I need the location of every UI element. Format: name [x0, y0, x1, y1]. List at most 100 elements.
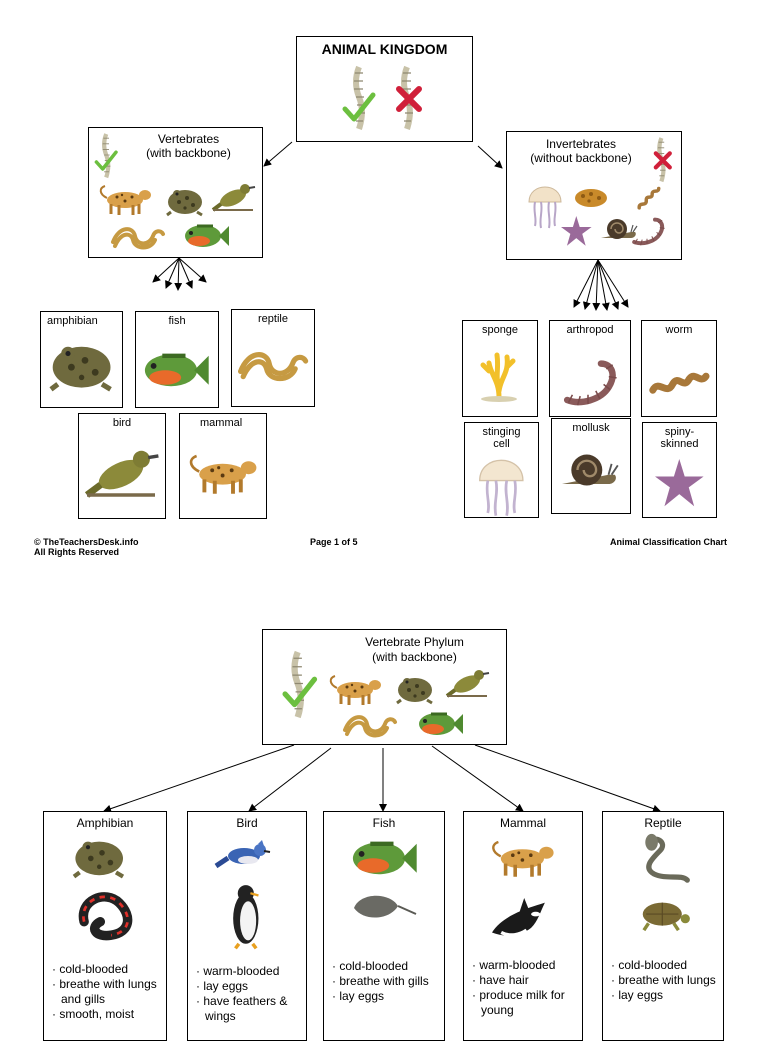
group-label-mollusk: mollusk	[572, 422, 610, 434]
animal-kingdom-box: ANIMAL KINGDOM	[296, 36, 473, 142]
facts-mammal: warm-blooded have hair produce milk for …	[472, 958, 580, 1018]
sunfish-icon	[417, 711, 465, 737]
animal-kingdom-title: ANIMAL KINGDOM	[321, 41, 448, 57]
vertebrates-label: Vertebrates	[157, 132, 220, 146]
group-box-mollusk: mollusk	[551, 418, 631, 514]
sunfish-icon	[183, 223, 231, 249]
jaguar-icon	[189, 454, 259, 496]
spine-check-icon	[94, 134, 118, 180]
worm-icon	[650, 365, 710, 395]
fact-item: cold-blooded	[52, 962, 164, 977]
spine-x-icon	[395, 67, 435, 133]
group-label-worm: worm	[665, 324, 693, 336]
facts-bird: warm-blooded lay eggs have feathers & wi…	[196, 964, 304, 1024]
jaguar-icon	[491, 840, 556, 879]
bluejay-icon	[220, 842, 280, 876]
penguin-icon	[231, 883, 261, 951]
fact-item: lay eggs	[332, 989, 442, 1004]
class-column-amphibian: Amphibian cold-blooded breathe with lung…	[43, 811, 167, 1041]
worm-icon	[633, 186, 664, 210]
group-box-spiny-skinned: spiny-skinned	[642, 422, 717, 518]
jellyfish-icon	[478, 459, 525, 518]
stingray-icon	[353, 894, 417, 919]
sponge-icon	[479, 351, 521, 407]
group-box-stinging-cell: stinging cell	[464, 422, 539, 518]
vertebrate-phylum-box: Vertebrate Phylum (with backbone)	[262, 629, 507, 745]
spine-x-icon	[653, 138, 677, 184]
fact-item: lay eggs	[611, 988, 721, 1003]
class-box-bird: bird	[78, 413, 166, 519]
sunfish-icon	[142, 350, 214, 394]
facts-amphibian: cold-blooded breathe with lungs and gill…	[52, 962, 164, 1022]
footer-rights: All Rights Reserved	[34, 547, 120, 557]
class-label-fish: fish	[168, 315, 186, 327]
class-box-reptile: reptile	[231, 309, 315, 407]
centipede-icon	[562, 361, 622, 407]
bird-icon	[211, 182, 257, 213]
arrow-to-vertebrates	[263, 141, 293, 167]
frog-icon	[165, 188, 204, 217]
bird-icon	[87, 444, 159, 504]
footer-page-number: Page 1 of 5	[310, 537, 358, 547]
class-column-fish: Fish cold-blooded breathe with gills lay…	[323, 811, 445, 1041]
invertebrates-label: Invertebrates	[545, 137, 617, 151]
snake-icon	[343, 715, 397, 738]
class-column-reptile: Reptile cold-blooded breathe with lungs …	[602, 811, 724, 1041]
salamander-icon	[76, 892, 136, 940]
jellyfish-icon	[528, 186, 562, 229]
snail-icon	[560, 453, 619, 487]
class-box-fish: fish	[135, 311, 219, 408]
vertebrates-box: Vertebrates (with backbone)	[88, 127, 263, 258]
group-label-arthropod: arthropod	[566, 324, 614, 336]
starfish-icon	[561, 216, 592, 246]
class-title-mammal: Mammal	[499, 816, 546, 830]
fact-item: breathe with lungs	[611, 973, 721, 988]
snake-icon	[238, 348, 310, 384]
fact-item: cold-blooded	[611, 958, 721, 973]
turtle-icon	[641, 900, 692, 932]
fact-item: warm-blooded	[472, 958, 580, 973]
class-title-reptile: Reptile	[644, 816, 682, 830]
sunfish-icon	[350, 838, 420, 878]
fact-item: have feathers & wings	[196, 994, 304, 1024]
starfish-icon	[655, 459, 704, 507]
group-label-sponge: sponge	[481, 324, 519, 336]
class-label-amphibian: amphibian	[47, 315, 98, 327]
class-box-mammal: mammal	[179, 413, 267, 519]
frog-icon	[395, 676, 434, 705]
invertebrates-sublabel: (without backbone)	[530, 151, 632, 165]
group-box-sponge: sponge	[462, 320, 538, 417]
class-title-bird: Bird	[236, 816, 258, 830]
class-title-fish: Fish	[372, 816, 396, 830]
jaguar-icon	[329, 674, 383, 707]
group-box-worm: worm	[641, 320, 717, 417]
facts-reptile: cold-blooded breathe with lungs lay eggs	[611, 958, 721, 1003]
phylum-title: Vertebrate Phylum	[365, 635, 464, 649]
frog-icon	[74, 836, 126, 880]
spine-check-icon	[343, 67, 383, 133]
vertebrates-sublabel: (with backbone)	[146, 146, 231, 160]
group-label-spiny-skinned: spiny-skinned	[660, 426, 699, 450]
fact-item: produce milk for young	[472, 988, 580, 1018]
fan-arrows-vertebrates	[152, 257, 207, 291]
fact-item: smooth, moist	[52, 1007, 164, 1022]
fact-item: cold-blooded	[332, 959, 442, 974]
class-label-bird: bird	[112, 417, 132, 429]
fact-item: breathe with lungs and gills	[52, 977, 164, 1007]
invertebrates-box: Invertebrates (without backbone)	[506, 131, 682, 260]
footer-chart-title: Animal Classification Chart	[610, 537, 728, 547]
class-box-amphibian: amphibian	[40, 311, 123, 408]
class-column-bird: Bird warm-blooded lay eggs have feathers…	[187, 811, 307, 1041]
centipede-icon	[631, 218, 675, 254]
frog-icon	[51, 340, 115, 396]
jaguar-icon	[99, 184, 153, 217]
fact-item: have hair	[472, 973, 580, 988]
fact-item: breathe with gills	[332, 974, 442, 989]
fact-item: warm-blooded	[196, 964, 304, 979]
facts-fish: cold-blooded breathe with gills lay eggs	[332, 959, 442, 1004]
sponge-icon	[575, 189, 607, 207]
class-title-amphibian: Amphibian	[76, 816, 134, 830]
bird-icon	[445, 668, 491, 699]
class-label-reptile: reptile	[258, 313, 288, 325]
